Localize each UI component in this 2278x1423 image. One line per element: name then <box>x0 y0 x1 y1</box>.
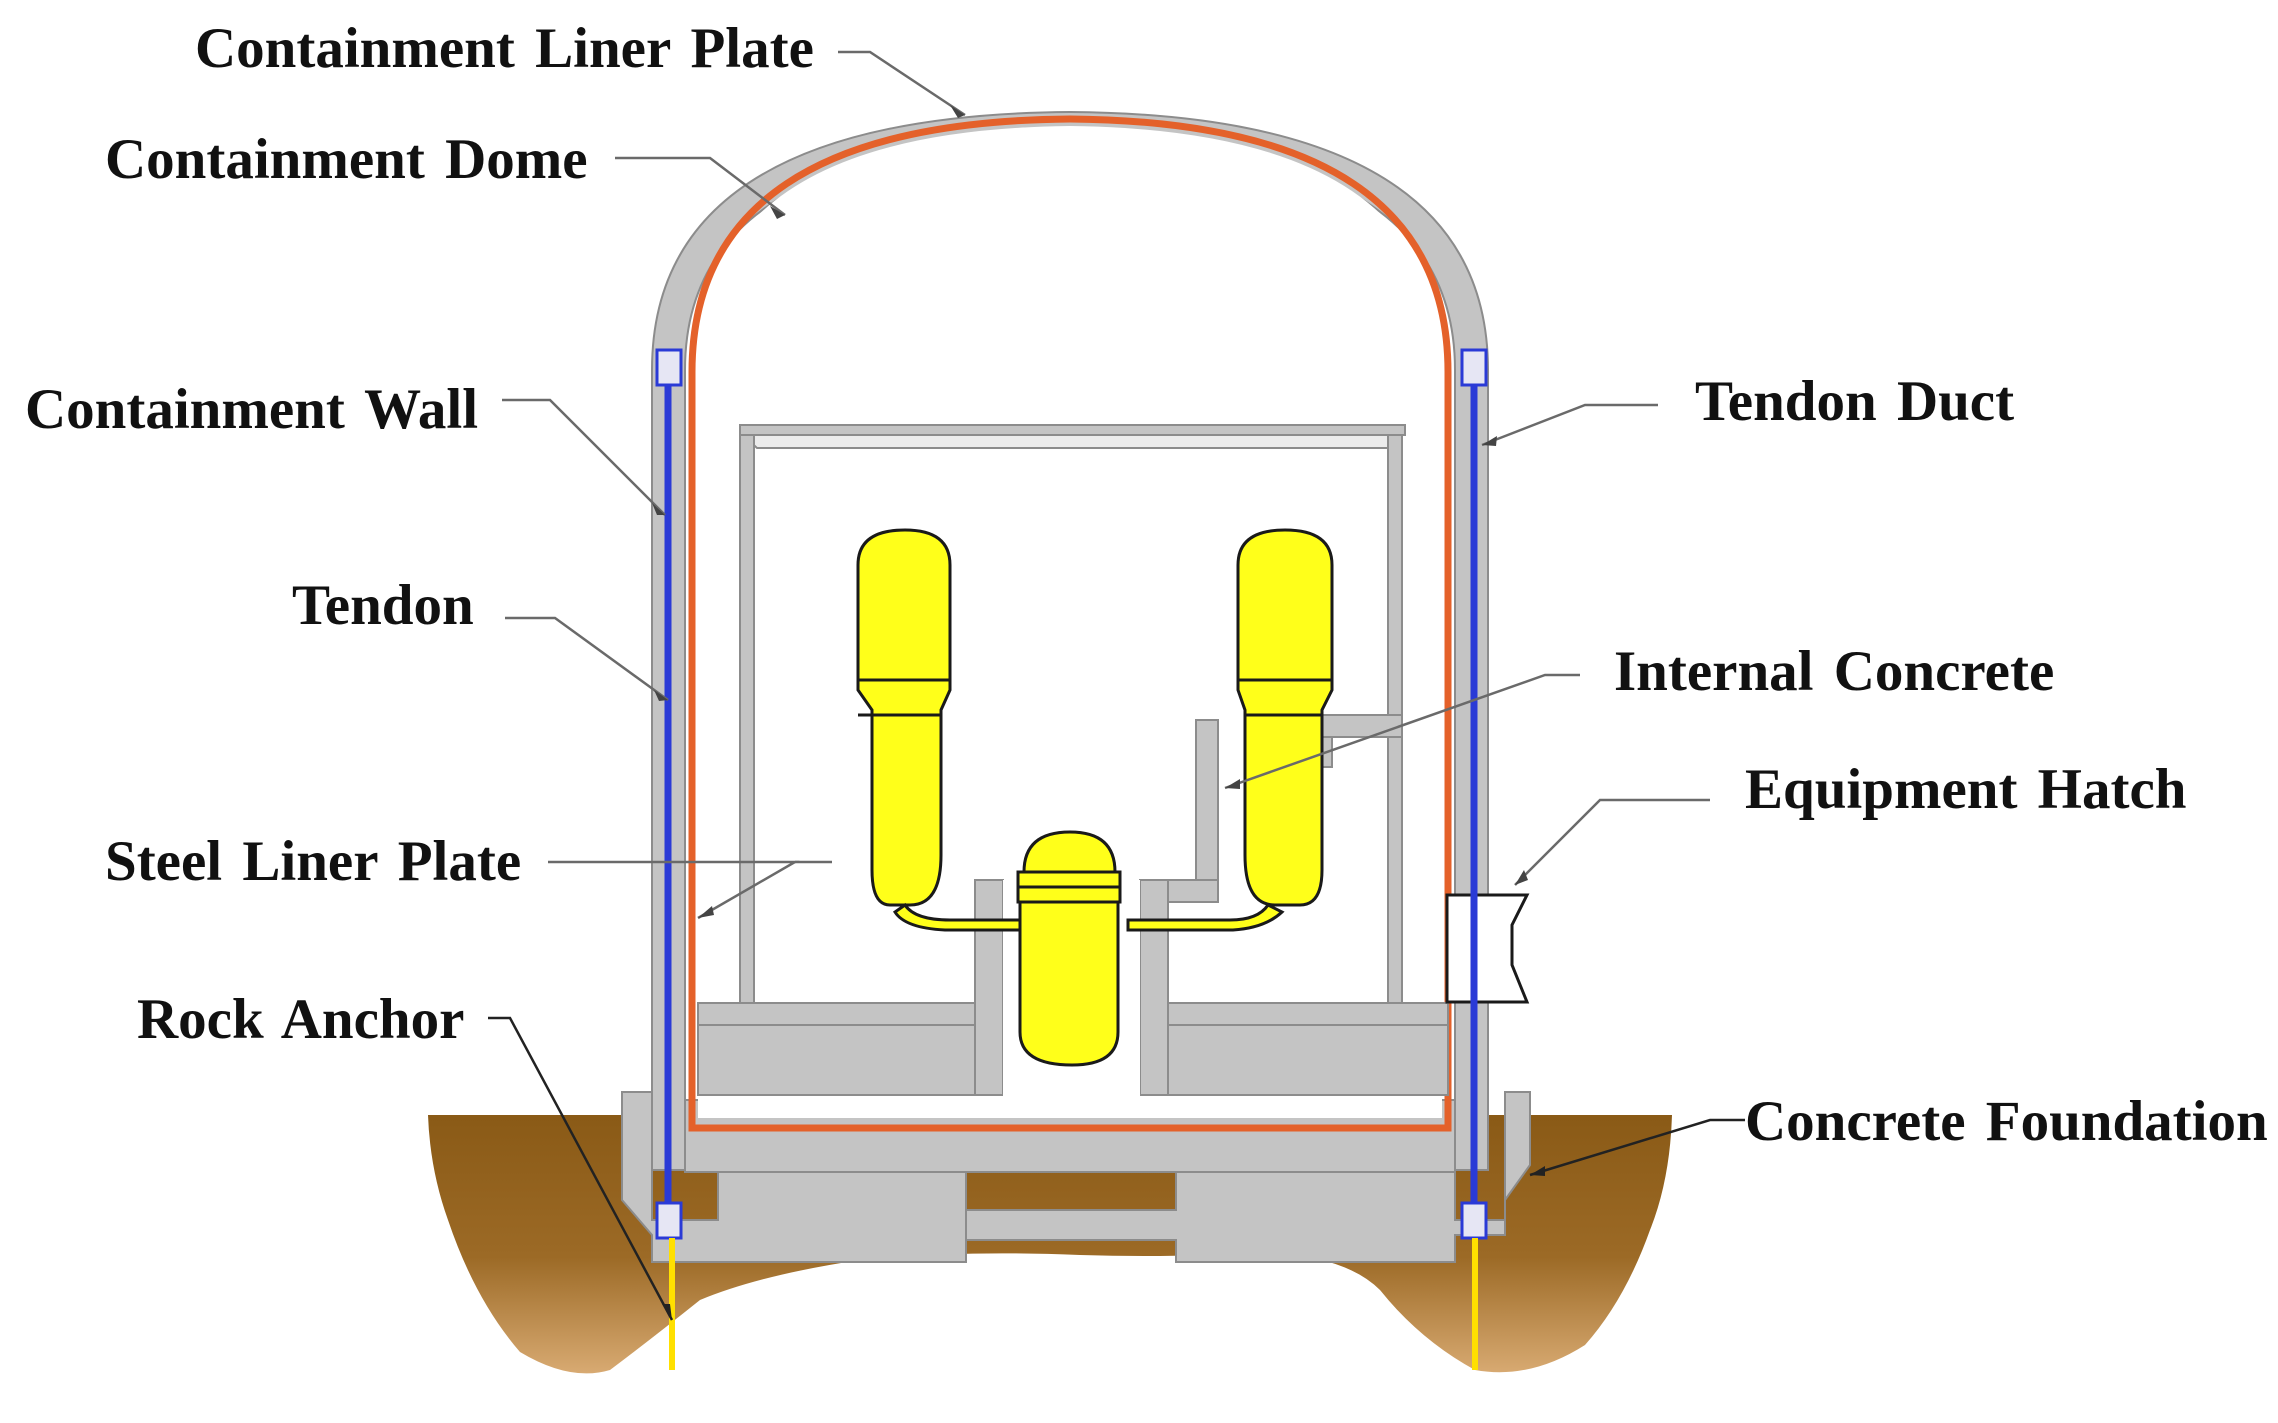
label-containment-wall: Containment Wall <box>25 378 478 441</box>
steam-generator-left <box>856 528 952 907</box>
reactor-head <box>1022 830 1117 874</box>
leader-tendon <box>505 616 669 702</box>
leader-internal-concrete <box>1224 673 1580 790</box>
tendon-anchor-top-right <box>1460 348 1488 387</box>
label-containment-dome: Containment Dome <box>105 128 588 191</box>
reactor-vessel <box>1018 878 1120 1067</box>
label-containment-liner-plate: Containment Liner Plate <box>195 17 814 80</box>
label-concrete-foundation: Concrete Foundation <box>1745 1090 2268 1153</box>
label-rock-anchor: Rock Anchor <box>137 988 464 1051</box>
tendon-anchor-top-left <box>655 348 683 387</box>
label-tendon: Tendon <box>292 574 474 637</box>
containment-liner <box>688 115 1452 1132</box>
leader-rock-anchor <box>488 1016 674 1321</box>
tendon-anchor-bottom-left <box>655 1201 683 1240</box>
tendon-anchor-bottom-right <box>1460 1201 1488 1240</box>
steam-generator-right <box>1236 528 1334 907</box>
label-tendon-duct: Tendon Duct <box>1695 370 2014 433</box>
leader-containment-liner-plate <box>838 50 966 117</box>
leader-containment-wall <box>502 398 666 516</box>
leader-containment-dome <box>615 156 786 216</box>
reactor-equipment <box>856 528 1334 1067</box>
label-steel-liner-plate: Steel Liner Plate <box>105 830 521 893</box>
label-equipment-hatch: Equipment Hatch <box>1745 758 2187 821</box>
leader-lines <box>488 50 1745 1321</box>
tendons <box>655 348 1488 1240</box>
leader-tendon-duct <box>1481 403 1658 447</box>
equipment-hatch <box>1445 893 1530 1004</box>
leader-concrete-foundation <box>1529 1118 1745 1177</box>
leader-equipment-hatch <box>1514 798 1710 886</box>
label-internal-concrete: Internal Concrete <box>1614 640 2054 703</box>
pipe-right <box>1126 903 1285 932</box>
internal-concrete <box>697 424 1449 1110</box>
